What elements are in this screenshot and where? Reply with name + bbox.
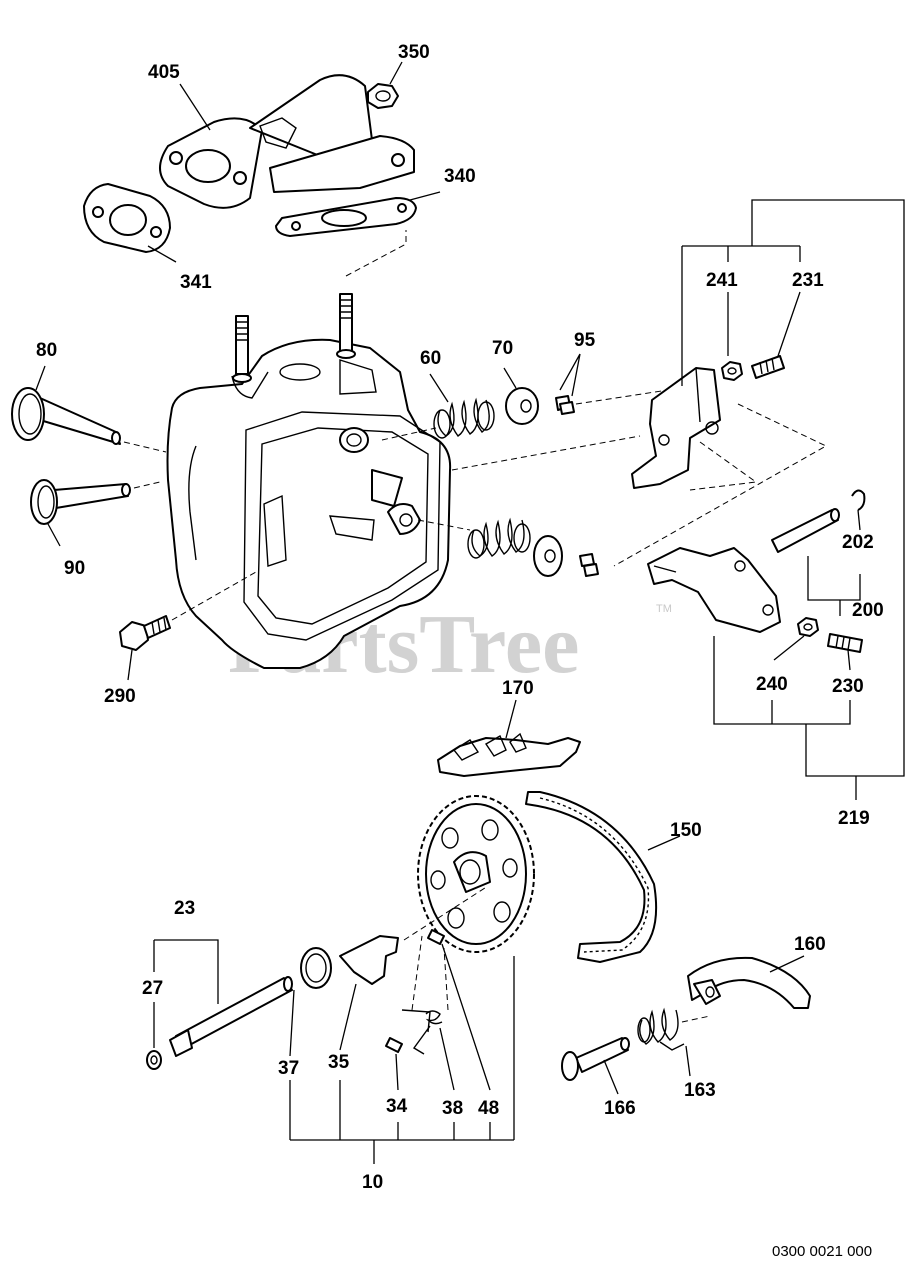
spring-38[interactable]: [401, 1009, 443, 1055]
alignment-line: [171, 571, 257, 621]
timing-chain-150[interactable]: [525, 791, 658, 963]
callout-231[interactable]: 231: [792, 270, 824, 291]
alignment-line: [575, 389, 669, 405]
callout-240[interactable]: 240: [756, 674, 788, 695]
adjuster-screw-231[interactable]: [751, 355, 785, 379]
cylinder-head[interactable]: [166, 338, 452, 669]
callout-166[interactable]: 166: [604, 1098, 636, 1119]
spring-retainer-70[interactable]: [533, 535, 563, 577]
callout-70[interactable]: 70: [492, 338, 513, 359]
adjuster-nut-241[interactable]: [721, 361, 743, 381]
rocker-arm-upper[interactable]: [631, 367, 721, 489]
alignment-line: [417, 519, 471, 531]
callout-340[interactable]: 340: [444, 166, 476, 187]
callout-341[interactable]: 341: [180, 272, 212, 293]
callout-160[interactable]: 160: [794, 934, 826, 955]
callout-95[interactable]: 95: [574, 330, 596, 351]
callout-48[interactable]: 48: [478, 1098, 499, 1119]
callout-170[interactable]: 170: [502, 678, 534, 699]
washer-27[interactable]: [146, 1050, 162, 1070]
callout-37[interactable]: 37: [278, 1058, 299, 1079]
callout-290[interactable]: 290: [104, 686, 136, 707]
callout-80[interactable]: 80: [36, 340, 57, 361]
chain-tensioner-160[interactable]: [687, 956, 811, 1009]
valve-90[interactable]: [30, 479, 131, 525]
alignment-line: [403, 885, 489, 941]
callout-202[interactable]: 202: [842, 532, 874, 553]
adjuster-screw-230[interactable]: [827, 633, 863, 653]
intake-elbow-405[interactable]: [159, 74, 415, 209]
callout-405[interactable]: 405: [148, 62, 180, 83]
callout-90[interactable]: 90: [64, 558, 85, 579]
alignment-line: [123, 441, 167, 453]
callout-10[interactable]: 10: [362, 1172, 383, 1193]
callout-38[interactable]: 38: [442, 1098, 463, 1119]
camshaft-27[interactable]: [169, 976, 293, 1057]
alignment-line: [451, 435, 641, 471]
callout-219[interactable]: 219: [838, 808, 870, 829]
cam-sprocket[interactable]: [417, 795, 535, 953]
callout-241[interactable]: 241: [706, 270, 738, 291]
alignment-line: [613, 403, 828, 567]
callout-34[interactable]: 34: [386, 1096, 408, 1117]
drawing-reference: 0300 0021 000: [772, 1243, 872, 1260]
adjuster-nut-240[interactable]: [797, 617, 819, 637]
pin-48[interactable]: [427, 929, 445, 945]
chain-guide-170[interactable]: [437, 732, 581, 777]
rocker-arm-lower[interactable]: [647, 547, 781, 633]
pin-34[interactable]: [385, 1037, 403, 1053]
callout-35[interactable]: 35: [328, 1052, 350, 1073]
callout-200[interactable]: 200: [852, 600, 884, 621]
decompressor-35[interactable]: [339, 935, 399, 985]
callout-60[interactable]: 60: [420, 348, 441, 369]
alignment-line: [689, 441, 758, 491]
alignment-line: [133, 481, 161, 489]
callout-230[interactable]: 230: [832, 676, 864, 697]
valve-spring-60[interactable]: [467, 517, 531, 559]
callout-27[interactable]: 27: [142, 978, 163, 999]
retaining-clip-202[interactable]: [851, 489, 866, 511]
watermark-trademark: TM: [656, 603, 672, 615]
head-stud: [232, 293, 356, 383]
gasket-341[interactable]: [83, 183, 171, 253]
alignment-line: [411, 935, 449, 1011]
spring-retainer-70[interactable]: [505, 387, 539, 425]
valve-spring-60[interactable]: [433, 397, 495, 439]
valve-80[interactable]: [11, 387, 121, 445]
valve-keeper-95[interactable]: [579, 553, 599, 577]
leader-lines: [35, 61, 905, 1164]
callout-labels: 405 350 340 341 241 231 80 60 70 95 90 2…: [36, 42, 884, 1193]
valve-keeper-95[interactable]: [555, 395, 575, 415]
thrust-washer-37[interactable]: [300, 947, 332, 989]
tensioner-spring-163[interactable]: [637, 1007, 711, 1051]
alignment-line: [345, 230, 407, 277]
callout-350[interactable]: 350: [398, 42, 430, 63]
rocker-shaft-200[interactable]: [771, 508, 840, 553]
callout-23[interactable]: 23: [174, 898, 195, 919]
callout-150[interactable]: 150: [670, 820, 702, 841]
callout-163[interactable]: 163: [684, 1080, 716, 1101]
bolt-290[interactable]: [119, 615, 171, 651]
tensioner-pin-166[interactable]: [561, 1037, 630, 1081]
gasket-340[interactable]: [275, 197, 417, 237]
flange-nut-350[interactable]: [367, 83, 399, 109]
